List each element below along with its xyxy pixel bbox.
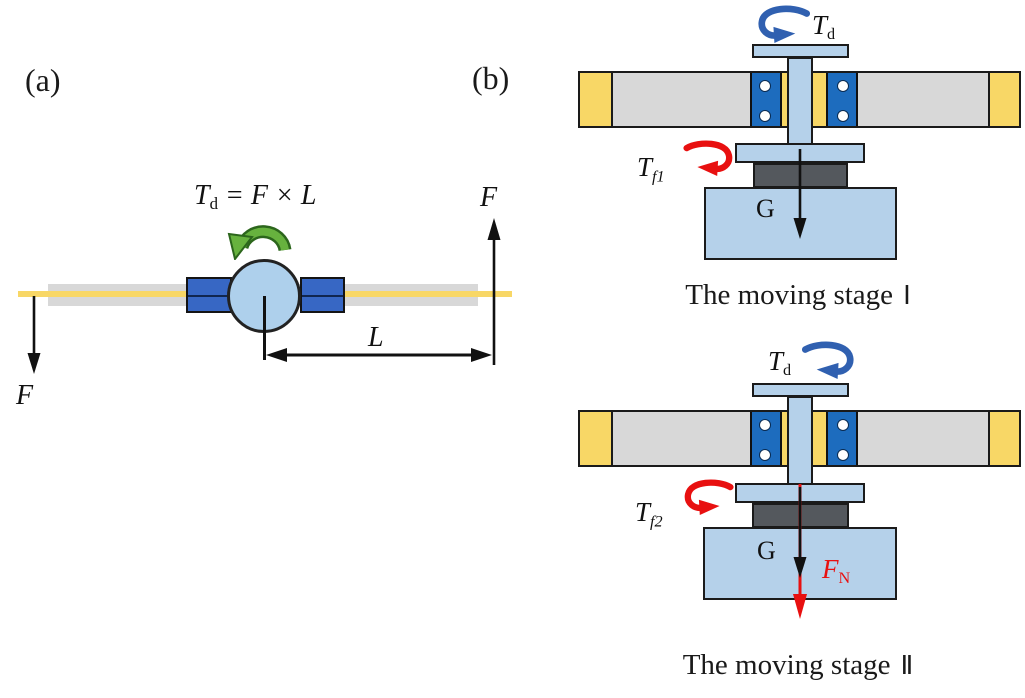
bolt-icon bbox=[759, 419, 771, 431]
clamp-right bbox=[300, 277, 345, 313]
bolt-icon bbox=[759, 80, 771, 92]
bolt-icon bbox=[837, 110, 849, 122]
clamp-divider bbox=[188, 295, 230, 297]
force-right-label: F bbox=[480, 182, 498, 213]
bolt-icon bbox=[837, 449, 849, 461]
beam-end-block-left bbox=[580, 73, 613, 126]
stage2-friction-torque-label: Tf2 bbox=[635, 497, 663, 531]
stage2-drive-torque-label: Td bbox=[768, 346, 792, 379]
stage1-knob-cap bbox=[752, 44, 849, 58]
pivot-line bbox=[263, 296, 266, 360]
stage1-shaft bbox=[787, 57, 813, 148]
stage2-shaft bbox=[787, 396, 813, 487]
bolt-icon bbox=[837, 419, 849, 431]
bolt-icon bbox=[837, 80, 849, 92]
formula-T: T bbox=[194, 180, 210, 211]
stage2-knob-cap bbox=[752, 383, 849, 397]
stage2-gravity-arrow-icon bbox=[793, 487, 807, 578]
beam-end-block-left bbox=[580, 412, 613, 465]
clamp-divider bbox=[302, 295, 343, 297]
formula-T-sub: d bbox=[209, 194, 218, 214]
force-left-label: F bbox=[16, 380, 34, 411]
clamp-left bbox=[186, 277, 232, 313]
stage2-friction-torque-arrow-icon bbox=[684, 479, 734, 515]
beam-end-block-right bbox=[988, 412, 1019, 465]
stage1-drive-torque-label: Td bbox=[812, 10, 836, 43]
stage1-drive-torque-arrow-icon bbox=[758, 5, 811, 43]
stage1-gravity-label: G bbox=[756, 194, 775, 223]
length-dimension-arrow-icon bbox=[266, 348, 492, 362]
bolt-icon bbox=[759, 110, 771, 122]
stage2-drive-torque-arrow-icon bbox=[801, 341, 854, 379]
stage1-gravity-arrow-icon bbox=[793, 149, 807, 239]
force-right-arrow-icon bbox=[487, 218, 501, 365]
beam-end-block-right bbox=[988, 73, 1019, 126]
stage1-friction-torque-label: Tf1 bbox=[637, 152, 665, 186]
panel-b-label: (b) bbox=[472, 60, 510, 96]
bolt-icon bbox=[759, 449, 771, 461]
torque-formula: Td = F × L bbox=[194, 180, 316, 214]
stage2-gravity-label: G bbox=[757, 536, 776, 565]
formula-rhs: = F × L bbox=[224, 180, 317, 211]
stage2-normal-force-label: FN bbox=[822, 554, 851, 587]
length-label: L bbox=[368, 322, 384, 353]
stage1-friction-torque-arrow-icon bbox=[683, 140, 733, 176]
panel-a-label: (a) bbox=[25, 62, 61, 98]
rotation-direction-arrow-icon bbox=[227, 225, 292, 260]
force-left-arrow-icon bbox=[27, 296, 41, 374]
